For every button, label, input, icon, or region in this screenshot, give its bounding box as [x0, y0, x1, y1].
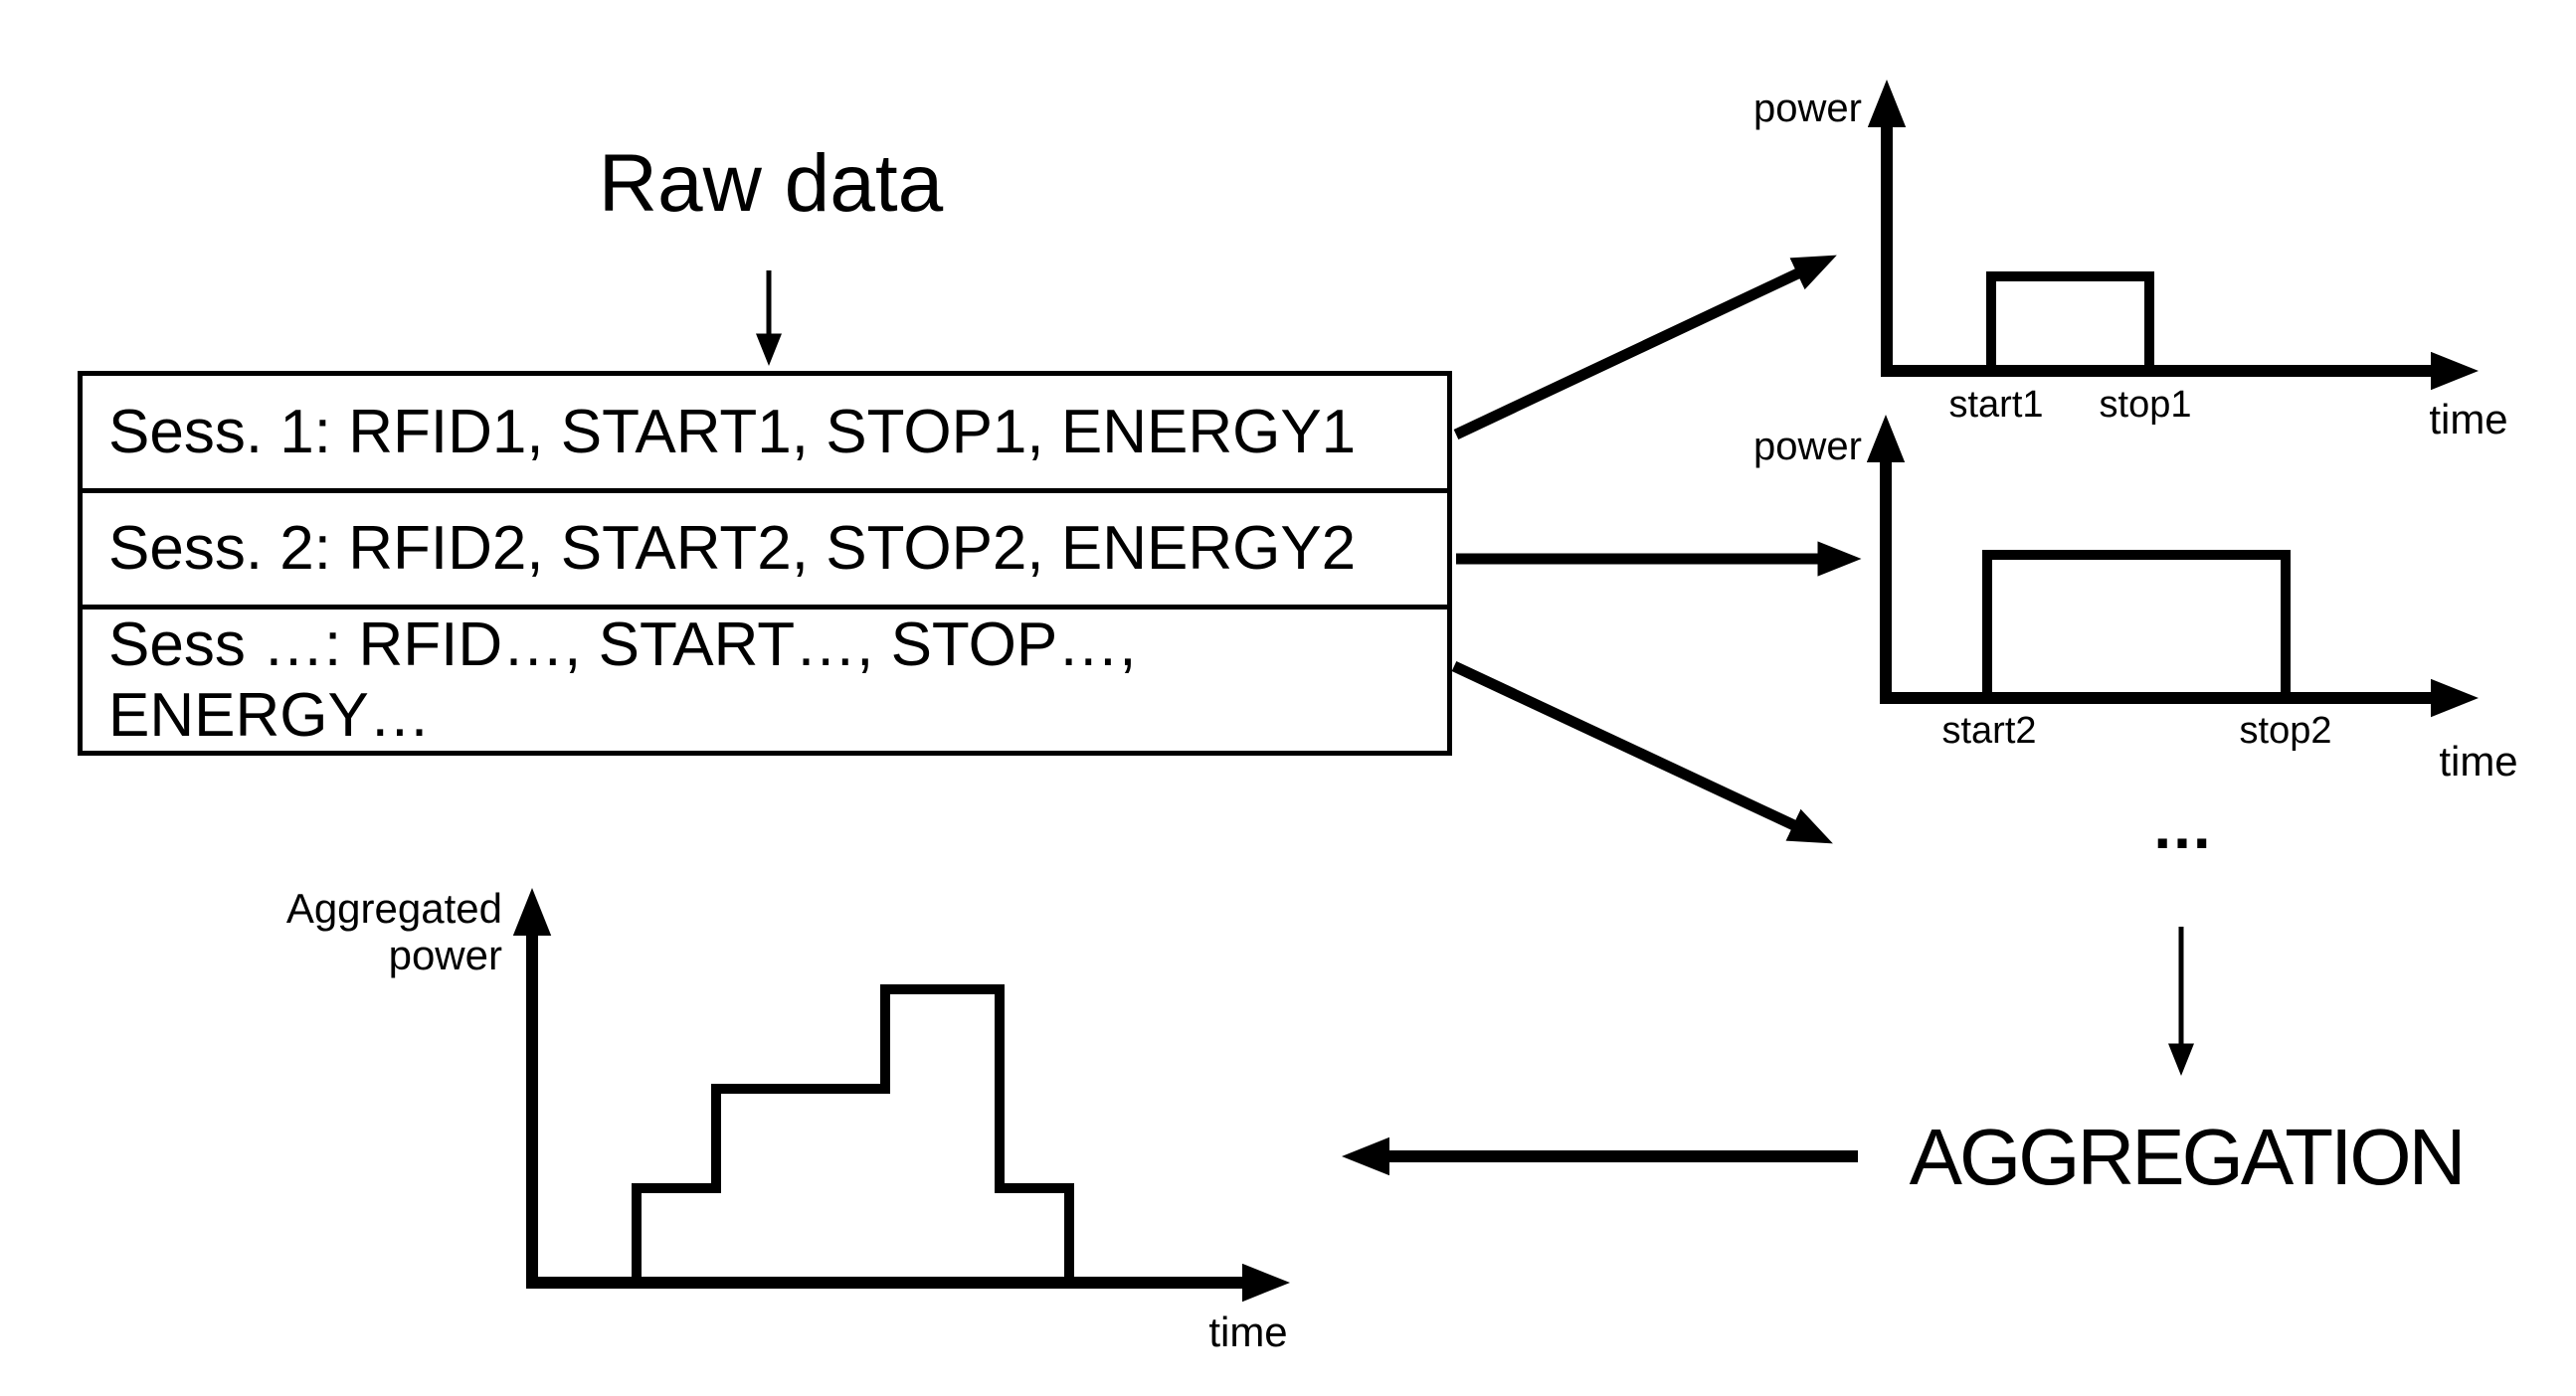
session2-x-axis-label: time: [2439, 738, 2518, 785]
row1-to-plot1-arrow: [1453, 255, 1837, 439]
session1-plot: [1867, 80, 2479, 391]
session1-start-tick-label: start1: [1948, 384, 2044, 426]
table-row-session-n: Sess …: RFID…, START…, STOP…, ENERGY…: [83, 610, 1447, 751]
session2-row-label: Sess. 2: RFID2, START2, STOP2, ENERGY2: [108, 514, 1357, 584]
aggregated-power-staircase: [632, 984, 1074, 1288]
aggregated-plot: [512, 888, 1290, 1303]
aggregated-x-axis-label: time: [1208, 1309, 1288, 1355]
session1-power-pulse: [1986, 271, 2154, 376]
session2-stop-tick-label: stop2: [2239, 710, 2332, 752]
more-sessions-ellipsis: ...: [2153, 790, 2213, 862]
aggregation-label: AGGREGATION: [1909, 1113, 2467, 1201]
page-title: Raw data: [598, 138, 944, 229]
session2-start-tick-label: start2: [1941, 710, 2037, 752]
raw-data-table: Sess. 1: RFID1, START1, STOP1, ENERGY1 S…: [78, 371, 1452, 756]
session1-stop-tick-label: stop1: [2099, 384, 2192, 426]
session2-power-pulse: [1982, 550, 2291, 703]
session2-y-axis-label: power: [1753, 425, 1862, 468]
aggregated-y-axis-label-line1: Aggregated: [285, 885, 502, 932]
aggregated-y-axis-label-line2: power: [388, 932, 502, 979]
table-row-session1: Sess. 1: RFID1, START1, STOP1, ENERGY1: [83, 376, 1447, 493]
session1-row-label: Sess. 1: RFID1, START1, STOP1, ENERGY1: [108, 397, 1357, 466]
session2-plot: [1866, 415, 2479, 718]
session1-x-axis-label: time: [2429, 396, 2508, 442]
session-n-row-label: Sess …: RFID…, START…, STOP…, ENERGY…: [108, 611, 1137, 750]
table-row-session2: Sess. 2: RFID2, START2, STOP2, ENERGY2: [83, 493, 1447, 610]
session1-y-axis-label: power: [1753, 87, 1862, 130]
row3-to-ellipsis-arrow: [1451, 661, 1833, 844]
aggregated-y-axis-label: Aggregated power: [204, 885, 502, 978]
